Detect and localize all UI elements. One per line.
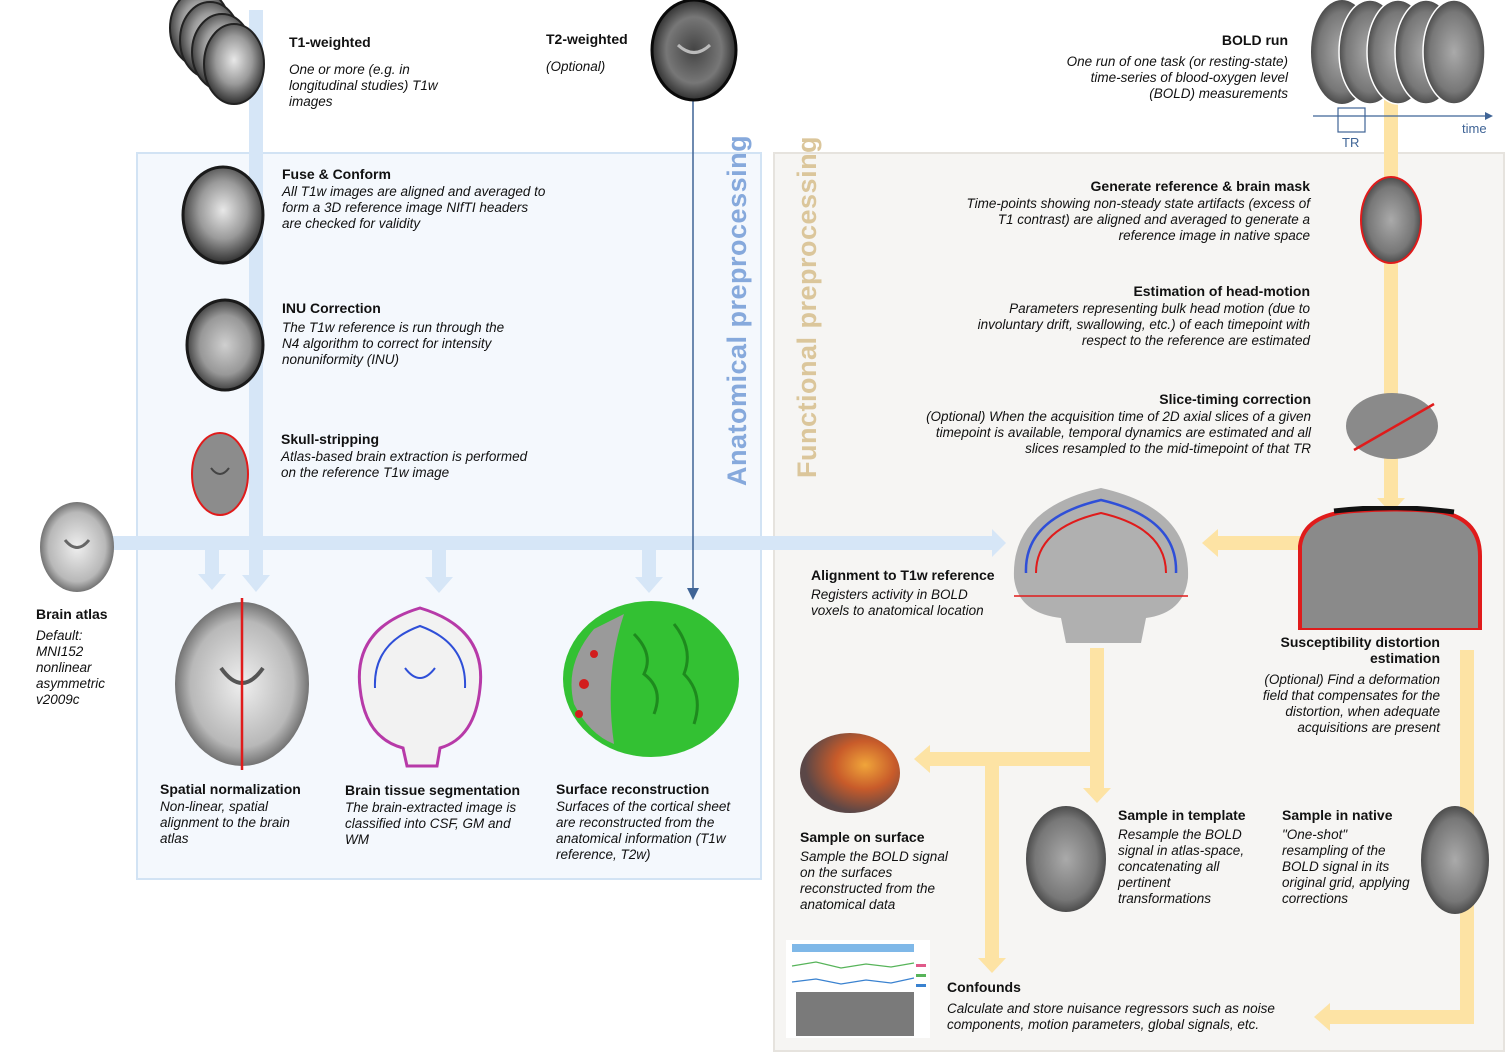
atlas-desc: Default: MNI152 nonlinear asymmetric v20… (36, 628, 106, 707)
native-desc: "One-shot" resampling of the BOLD signal… (1282, 827, 1410, 906)
bold-reference-image (1360, 176, 1422, 264)
t1w-stack-image (169, 0, 265, 105)
template-title: Sample in template (1118, 807, 1246, 823)
fuse-conform-image (181, 165, 265, 265)
segmentation-title: Brain tissue segmentation (345, 782, 521, 798)
bold-title: BOLD run (1221, 32, 1288, 48)
surface-title: Surface reconstruction (556, 781, 710, 797)
spatial-block: Spatial normalization Non-linear, spatia… (160, 781, 320, 847)
sample-native-image (1421, 806, 1489, 914)
confounds-block: Confounds Calculate and store nuisance r… (947, 979, 1297, 1033)
inu-title: INU Correction (282, 300, 381, 316)
slice-block: Slice-timing correction (Optional) When … (925, 391, 1311, 457)
susceptibility-image (1298, 506, 1482, 630)
inu-block: INU Correction The T1w reference is run … (282, 300, 522, 368)
confounds-title: Confounds (947, 979, 1021, 995)
atlas-block: Brain atlas Default: MNI152 nonlinear as… (36, 606, 120, 708)
bold-block: BOLD run One run of one task (or resting… (1052, 32, 1288, 102)
bold-stack-image (1311, 0, 1486, 105)
native-title: Sample in native (1282, 807, 1393, 823)
motion-block: Estimation of head-motion Parameters rep… (950, 283, 1310, 349)
skull-stripping-image (191, 432, 249, 516)
native-block: Sample in native "One-shot" resampling o… (1282, 807, 1414, 907)
alignment-desc: Registers activity in BOLD voxels to ana… (811, 587, 984, 618)
segmentation-image (357, 606, 483, 768)
surface-reconstruction-image (563, 601, 739, 757)
skull-title: Skull-stripping (281, 431, 379, 447)
susceptibility-title: Susceptibility distortion estimation (1280, 634, 1440, 666)
fuse-block: Fuse & Conform All T1w images are aligne… (282, 166, 547, 232)
template-desc: Resample the BOLD signal in atlas-space,… (1118, 827, 1245, 906)
surface-sample-title: Sample on surface (800, 829, 925, 845)
susceptibility-desc: (Optional) Find a deformation field that… (1262, 672, 1440, 735)
surface-desc: Surfaces of the cortical sheet are recon… (556, 799, 731, 862)
confounds-desc: Calculate and store nuisance regressors … (947, 1001, 1275, 1032)
slice-timing-image (1346, 393, 1438, 459)
t1w-desc: One or more (e.g. in longitudinal studie… (289, 62, 438, 109)
motion-title: Estimation of head-motion (1133, 283, 1310, 299)
fuse-title: Fuse & Conform (282, 166, 391, 182)
spatial-desc: Non-linear, spatial alignment to the bra… (160, 799, 290, 846)
skull-block: Skull-stripping Atlas-based brain extrac… (281, 431, 531, 481)
reference-block: Generate reference & brain mask Time-poi… (950, 178, 1310, 244)
skull-desc: Atlas-based brain extraction is performe… (281, 449, 528, 480)
inu-desc: The T1w reference is run through the N4 … (282, 320, 505, 367)
surface-sample-desc: Sample the BOLD signal on the surfaces r… (800, 849, 948, 912)
segmentation-block: Brain tissue segmentation The brain-extr… (345, 782, 527, 848)
template-block: Sample in template Resample the BOLD sig… (1118, 807, 1258, 907)
sample-template-image (1026, 806, 1106, 912)
time-label: time (1462, 121, 1487, 136)
tr-label: TR (1342, 135, 1360, 150)
anatomical-label: Anatomical preprocessing (722, 134, 752, 486)
functional-label: Functional preprocessing (792, 135, 822, 478)
alignment-image (1013, 488, 1189, 643)
surface-block: Surface reconstruction Surfaces of the c… (556, 781, 741, 863)
alignment-title: Alignment to T1w reference (811, 567, 995, 583)
t1w-block: T1-weighted One or more (e.g. in longitu… (289, 34, 469, 110)
alignment-block: Alignment to T1w reference Registers act… (811, 567, 1001, 619)
slice-desc: (Optional) When the acquisition time of … (926, 409, 1311, 456)
fuse-desc: All T1w images are aligned and averaged … (282, 184, 546, 231)
t2w-block: T2-weighted (Optional) (546, 31, 656, 75)
surface-sample-block: Sample on surface Sample the BOLD signal… (800, 829, 960, 913)
sample-surface-image (800, 733, 900, 813)
brain-atlas-image (40, 502, 114, 592)
segmentation-desc: The brain-extracted image is classified … (345, 800, 517, 847)
inu-correction-image (185, 298, 265, 392)
slice-title: Slice-timing correction (1159, 391, 1311, 407)
reference-desc: Time-points showing non-steady state art… (966, 196, 1310, 243)
spatial-title: Spatial normalization (160, 781, 301, 797)
t2w-title: T2-weighted (546, 31, 628, 47)
anatomical-arrows (108, 10, 1006, 593)
atlas-title: Brain atlas (36, 606, 108, 622)
susceptibility-block: Susceptibility distortion estimation (Op… (1250, 634, 1440, 736)
t2w-image (650, 0, 738, 102)
bold-desc: One run of one task (or resting-state) t… (1066, 54, 1288, 101)
t2w-desc: (Optional) (546, 59, 606, 74)
t1w-title: T1-weighted (289, 34, 371, 50)
spatial-normalization-image (175, 598, 309, 770)
reference-title: Generate reference & brain mask (1090, 178, 1310, 194)
confounds-plot-image (786, 940, 930, 1038)
motion-desc: Parameters representing bulk head motion… (977, 301, 1310, 348)
